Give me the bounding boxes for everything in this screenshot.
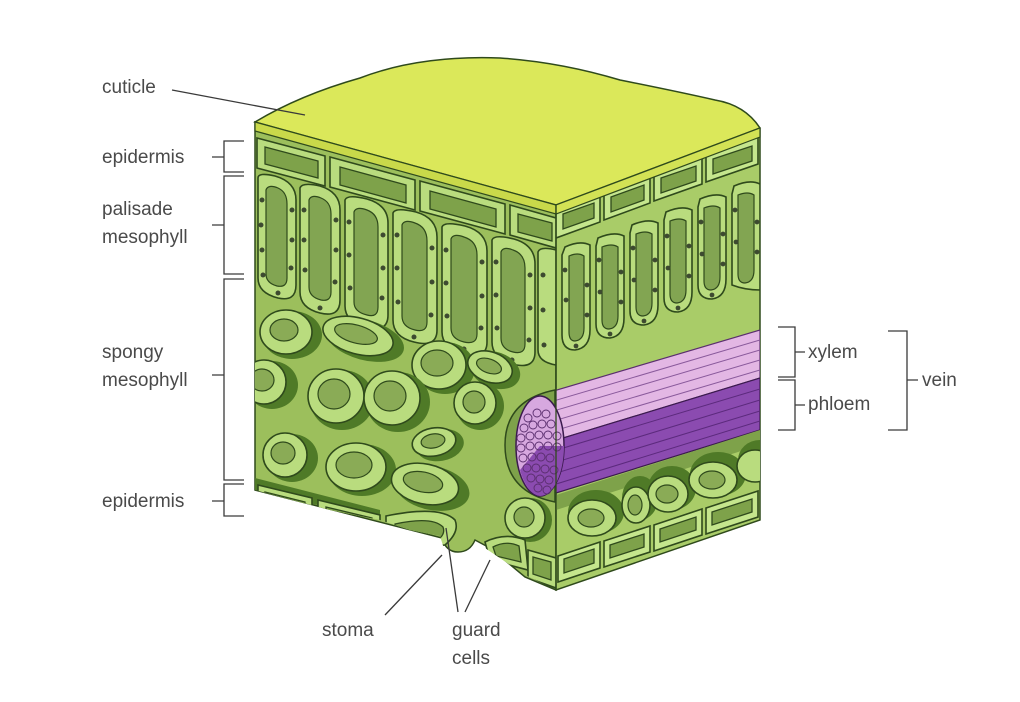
label-epidermis-lower: epidermis [102,491,184,512]
label-vein: vein [922,370,957,391]
label-stoma: stoma [322,620,374,641]
label-stoma-group: stoma [322,555,442,641]
label-spongy-line2: mesophyll [102,370,188,391]
leaf-block [242,58,782,590]
label-guard-line2: cells [452,648,490,669]
label-xylem: xylem [808,342,858,363]
label-epidermis-upper: epidermis [102,147,184,168]
label-vein-group: vein [888,331,957,430]
label-palisade-group: palisade mesophyll [102,176,244,274]
label-palisade-line2: mesophyll [102,227,188,248]
label-xylem-group: xylem [778,327,858,377]
label-spongy-group: spongy mesophyll [102,279,244,480]
label-cuticle-group: cuticle [102,77,305,115]
label-spongy-line1: spongy [102,342,164,363]
label-guard-line1: guard [452,620,501,641]
label-phloem-group: phloem [778,380,870,430]
label-cuticle: cuticle [102,77,156,98]
label-phloem: phloem [808,394,870,415]
label-epidermis-upper-group: epidermis [102,141,244,172]
label-palisade-line1: palisade [102,199,173,220]
label-epidermis-lower-group: epidermis [102,484,244,516]
